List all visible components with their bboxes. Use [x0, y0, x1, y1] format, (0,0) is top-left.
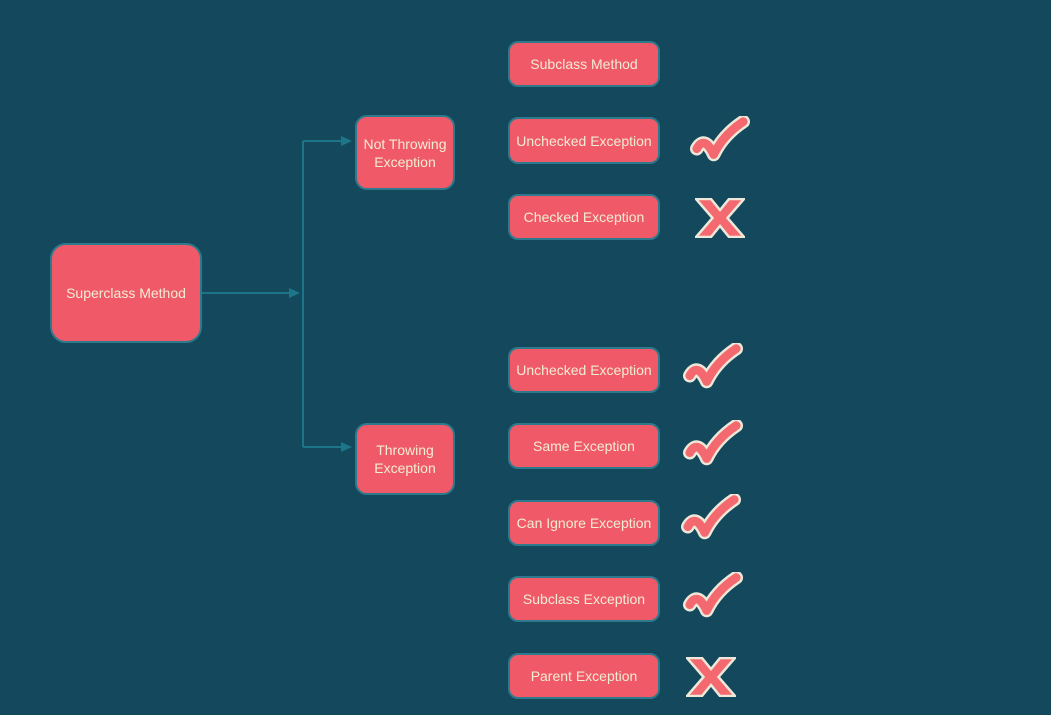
node-superclass-method: Superclass Method: [50, 243, 202, 343]
node-label: Unchecked Exception: [516, 362, 652, 378]
node-label: Can Ignore Exception: [516, 515, 652, 531]
node-unchecked-exception-2: Unchecked Exception: [508, 347, 660, 393]
check-icon: [690, 116, 750, 162]
cross-icon: [686, 657, 736, 697]
node-subclass-exception: Subclass Exception: [508, 576, 660, 622]
node-label: Unchecked Exception: [516, 132, 652, 149]
node-label: Same Exception: [533, 438, 635, 454]
node-unchecked-exception-1: Unchecked Exception: [508, 117, 660, 164]
node-not-throwing-exception: Not Throwing Exception: [355, 115, 455, 190]
node-label: Subclass Method: [530, 56, 638, 72]
node-label: Throwing Exception: [374, 442, 436, 476]
check-icon: [681, 494, 741, 540]
node-throwing-exception: Throwing Exception: [355, 423, 455, 495]
node-checked-exception: Checked Exception: [508, 194, 660, 240]
node-label: Superclass Method: [66, 285, 186, 301]
node-label: Checked Exception: [523, 209, 645, 225]
check-icon: [683, 572, 743, 618]
check-icon: [683, 343, 743, 389]
node-label: Subclass Exception: [522, 591, 646, 607]
node-label: Parent Exception: [530, 668, 638, 684]
node-subclass-method: Subclass Method: [508, 41, 660, 87]
node-parent-exception: Parent Exception: [508, 653, 660, 699]
check-icon: [683, 420, 743, 466]
node-can-ignore-exception: Can Ignore Exception: [508, 500, 660, 546]
cross-icon: [695, 198, 745, 238]
node-label: Not Throwing Exception: [363, 135, 447, 170]
node-same-exception: Same Exception: [508, 423, 660, 469]
